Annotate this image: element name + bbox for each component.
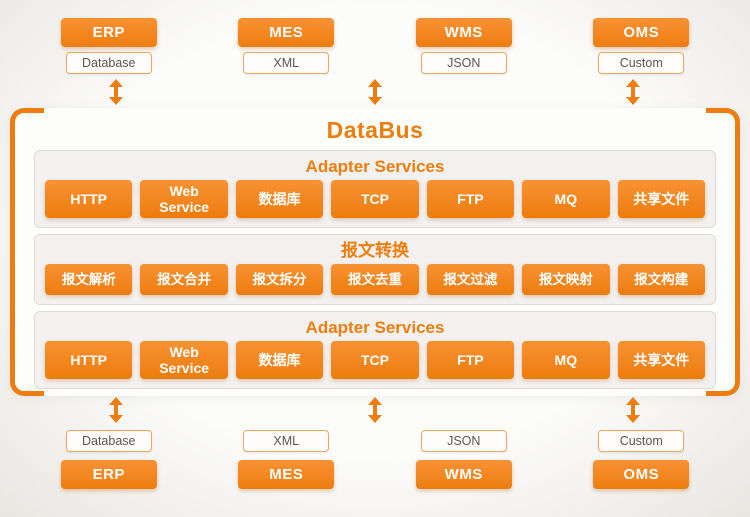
arrow-shaft	[114, 86, 118, 98]
top-system-cell: ERP	[20, 18, 198, 47]
system-node-wms: WMS	[415, 460, 512, 489]
service-node: 报文过滤	[426, 264, 515, 295]
arrowhead-up	[626, 397, 640, 405]
bottom-arrows-row	[0, 396, 750, 424]
service-node: 数据库	[235, 341, 324, 379]
service-node: 报文映射	[522, 264, 610, 295]
bottom-protocol-cell: Database	[20, 430, 198, 452]
bottom-protocols-row: Database XML JSON Custom	[0, 430, 750, 452]
double-arrow-icon	[367, 79, 383, 105]
service-node: 报文去重	[331, 264, 419, 295]
service-node: 共享文件	[617, 341, 705, 379]
system-node-erp: ERP	[60, 460, 157, 489]
bottom-protocol-cell: Custom	[553, 430, 731, 452]
top-arrows-row	[0, 78, 750, 106]
arrowhead-down	[368, 97, 382, 105]
top-systems-row: ERP MES WMS OMS	[0, 18, 750, 47]
arrow-shaft	[373, 404, 377, 416]
protocol-node-xml: XML	[243, 52, 330, 74]
databus-section-2: 报文转换报文解析报文合并报文拆分报文去重报文过滤报文映射报文构建	[34, 234, 716, 305]
service-node: 共享文件	[617, 180, 705, 218]
section-title: Adapter Services	[305, 157, 445, 176]
system-node-oms: OMS	[593, 460, 690, 489]
system-node-erp: ERP	[60, 18, 157, 47]
protocol-node-database: Database	[65, 430, 152, 452]
section-items-row: 报文解析报文合并报文拆分报文去重报文过滤报文映射报文构建	[45, 264, 705, 295]
protocol-node-custom: Custom	[598, 430, 685, 452]
service-node: 报文构建	[617, 264, 705, 295]
service-node: 数据库	[235, 180, 324, 218]
arrow-shaft	[114, 404, 118, 416]
section-title: 报文转换	[341, 241, 409, 260]
bottom-system-cell: OMS	[553, 460, 731, 489]
top-protocol-cell: Database	[20, 52, 198, 74]
bottom-protocol-cell: XML	[198, 430, 376, 452]
top-protocols-row: Database XML JSON Custom	[0, 52, 750, 74]
top-system-cell: WMS	[375, 18, 553, 47]
arrowhead-up	[109, 79, 123, 87]
protocol-node-json: JSON	[420, 52, 507, 74]
arrowhead-down	[626, 415, 640, 423]
service-node: Web Service	[140, 180, 228, 218]
section-title: Adapter Services	[305, 318, 445, 337]
protocol-node-json: JSON	[420, 430, 507, 452]
service-node: FTP	[426, 180, 515, 218]
system-node-mes: MES	[238, 18, 335, 47]
service-node: MQ	[522, 341, 610, 379]
bottom-systems-row: ERP MES WMS OMS	[0, 460, 750, 489]
double-arrow-icon	[367, 397, 383, 423]
bottom-protocol-cell: JSON	[375, 430, 553, 452]
top-protocol-cell: XML	[198, 52, 376, 74]
arrowhead-up	[109, 397, 123, 405]
service-node: TCP	[331, 341, 419, 379]
double-arrow-icon	[625, 79, 641, 105]
service-node: HTTP	[45, 341, 133, 379]
service-node: 报文解析	[45, 264, 133, 295]
arrowhead-up	[368, 397, 382, 405]
bottom-system-cell: MES	[198, 460, 376, 489]
arrow-shaft	[373, 86, 377, 98]
arrowhead-down	[626, 97, 640, 105]
service-node: Web Service	[140, 341, 228, 379]
bottom-system-cell: ERP	[20, 460, 198, 489]
protocol-node-database: Database	[65, 52, 152, 74]
arrowhead-up	[368, 79, 382, 87]
system-node-wms: WMS	[415, 18, 512, 47]
double-arrow-icon	[108, 79, 124, 105]
top-protocol-cell: Custom	[553, 52, 731, 74]
system-node-oms: OMS	[593, 18, 690, 47]
arrowhead-down	[109, 415, 123, 423]
service-node: MQ	[522, 180, 610, 218]
service-node: HTTP	[45, 180, 133, 218]
protocol-node-custom: Custom	[598, 52, 685, 74]
arrow-shaft	[631, 404, 635, 416]
double-arrow-icon	[625, 397, 641, 423]
arrow-shaft	[631, 86, 635, 98]
top-system-cell: OMS	[553, 18, 731, 47]
top-system-cell: MES	[198, 18, 376, 47]
arrowhead-up	[626, 79, 640, 87]
bottom-system-cell: WMS	[375, 460, 553, 489]
top-protocol-cell: JSON	[375, 52, 553, 74]
service-node: 报文合并	[140, 264, 228, 295]
protocol-node-xml: XML	[243, 430, 330, 452]
system-node-mes: MES	[238, 460, 335, 489]
databus-title: DataBus	[326, 117, 424, 143]
arrowhead-down	[368, 415, 382, 423]
double-arrow-icon	[108, 397, 124, 423]
service-node: 报文拆分	[235, 264, 324, 295]
service-node: FTP	[426, 341, 515, 379]
service-node: TCP	[331, 180, 419, 218]
arrowhead-down	[109, 97, 123, 105]
